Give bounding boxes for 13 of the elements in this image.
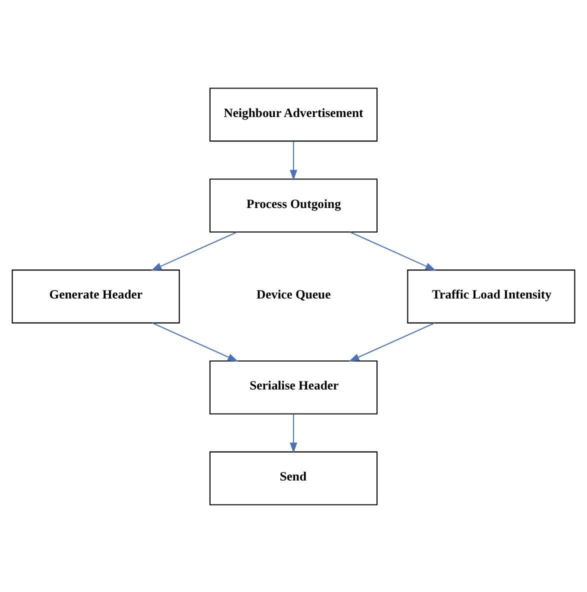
arrow bbox=[348, 322, 435, 362]
node-box: Send bbox=[209, 450, 378, 505]
arrow bbox=[152, 322, 238, 362]
node-box: Process Outgoing bbox=[209, 178, 378, 232]
arrow bbox=[290, 140, 298, 180]
node-box: Traffic Load Intensity bbox=[407, 269, 576, 323]
arrow bbox=[350, 231, 436, 270]
label: Device Queue bbox=[256, 287, 331, 302]
node-box: Neighbour Advertisement bbox=[209, 87, 378, 142]
node-box: Serialise Header bbox=[209, 360, 378, 414]
arrow bbox=[151, 231, 238, 270]
arrow bbox=[290, 414, 298, 453]
node-box: Generate Header bbox=[12, 269, 180, 323]
